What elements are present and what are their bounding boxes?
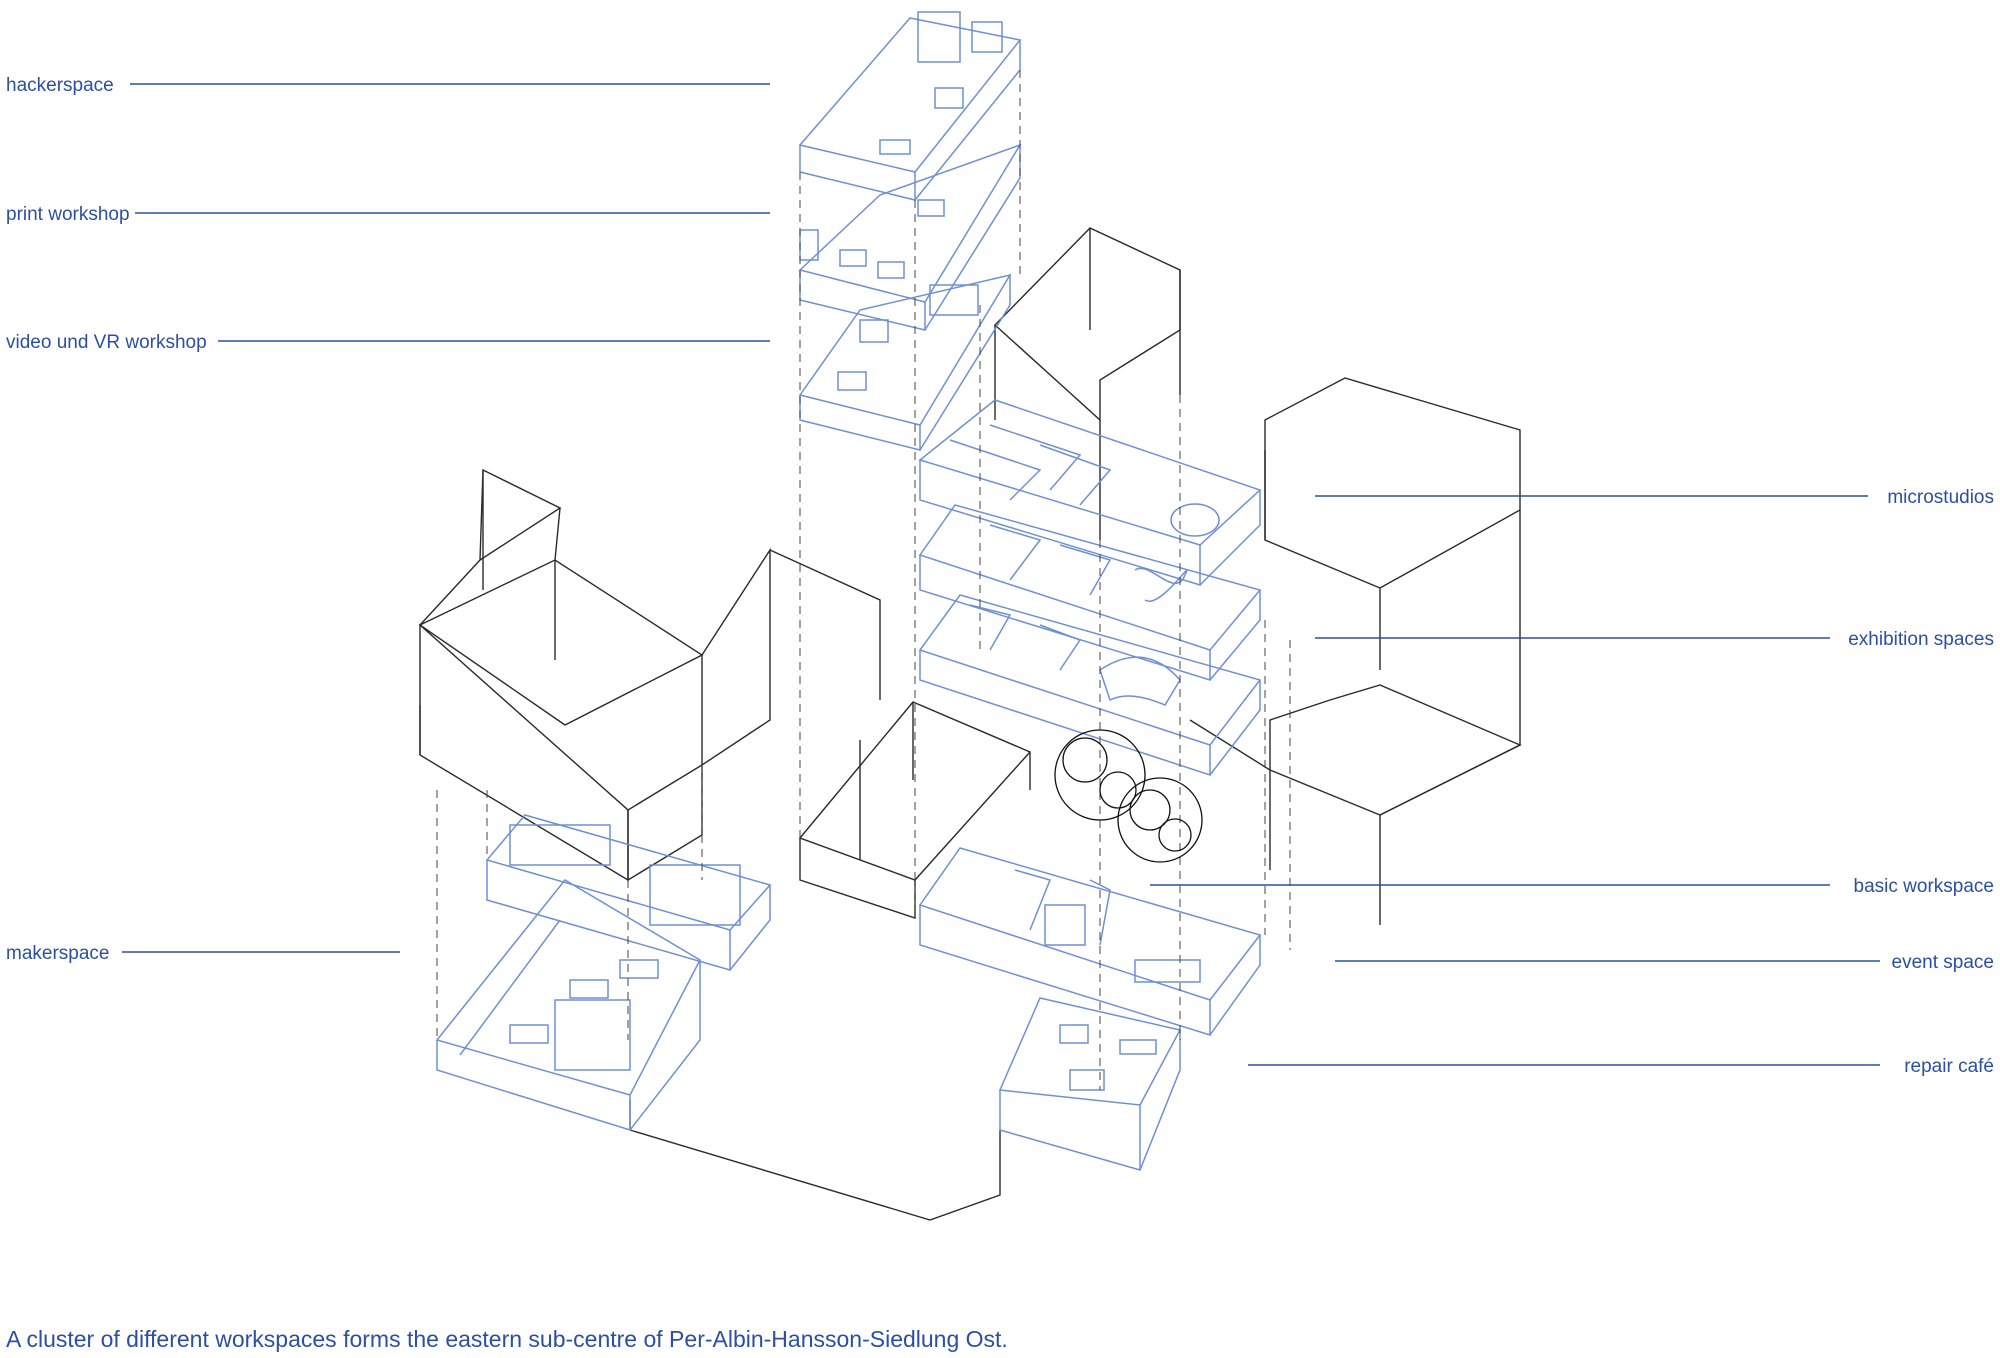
left-block (418, 468, 881, 882)
vertical-connectors (436, 70, 1291, 1090)
label-event-space: event space (1892, 952, 1994, 973)
label-print-workshop: print workshop (6, 204, 130, 225)
makerspace-plate-lower (435, 879, 701, 1132)
print-workshop-plate (798, 143, 1022, 331)
label-basic-workspace: basic workspace (1854, 876, 1994, 897)
label-repair-cafe: repair café (1904, 1056, 1994, 1077)
makerspace-plate-upper (485, 814, 772, 971)
label-makerspace: makerspace (6, 943, 110, 964)
trees (1054, 729, 1203, 863)
courtyard-block (798, 701, 1032, 919)
labels: hackerspace print workshop video und VR … (6, 75, 1994, 1077)
building-masses (418, 227, 1522, 1221)
hackerspace-plate (798, 11, 1022, 201)
right-block (1189, 377, 1522, 925)
central-tower-mass (993, 227, 1181, 540)
exhibition-plate-upper (918, 504, 1262, 682)
basic-workspace-plate (918, 847, 1262, 1037)
video-workshop-plate (798, 273, 1012, 451)
label-microstudios: microstudios (1887, 487, 1994, 508)
callout-lines (122, 83, 1880, 1066)
label-video-vr-workshop: video und VR workshop (6, 332, 207, 353)
floor-plates (435, 11, 1262, 1171)
label-exhibition-spaces: exhibition spaces (1848, 629, 1994, 650)
ground-platform (629, 1100, 1001, 1221)
exhibition-plate-lower (918, 594, 1262, 777)
repair-cafe-plate (998, 997, 1182, 1171)
label-hackerspace: hackerspace (6, 75, 114, 96)
figure-caption: A cluster of different workspaces forms … (6, 1326, 1008, 1352)
microstudios-plate (918, 399, 1262, 587)
